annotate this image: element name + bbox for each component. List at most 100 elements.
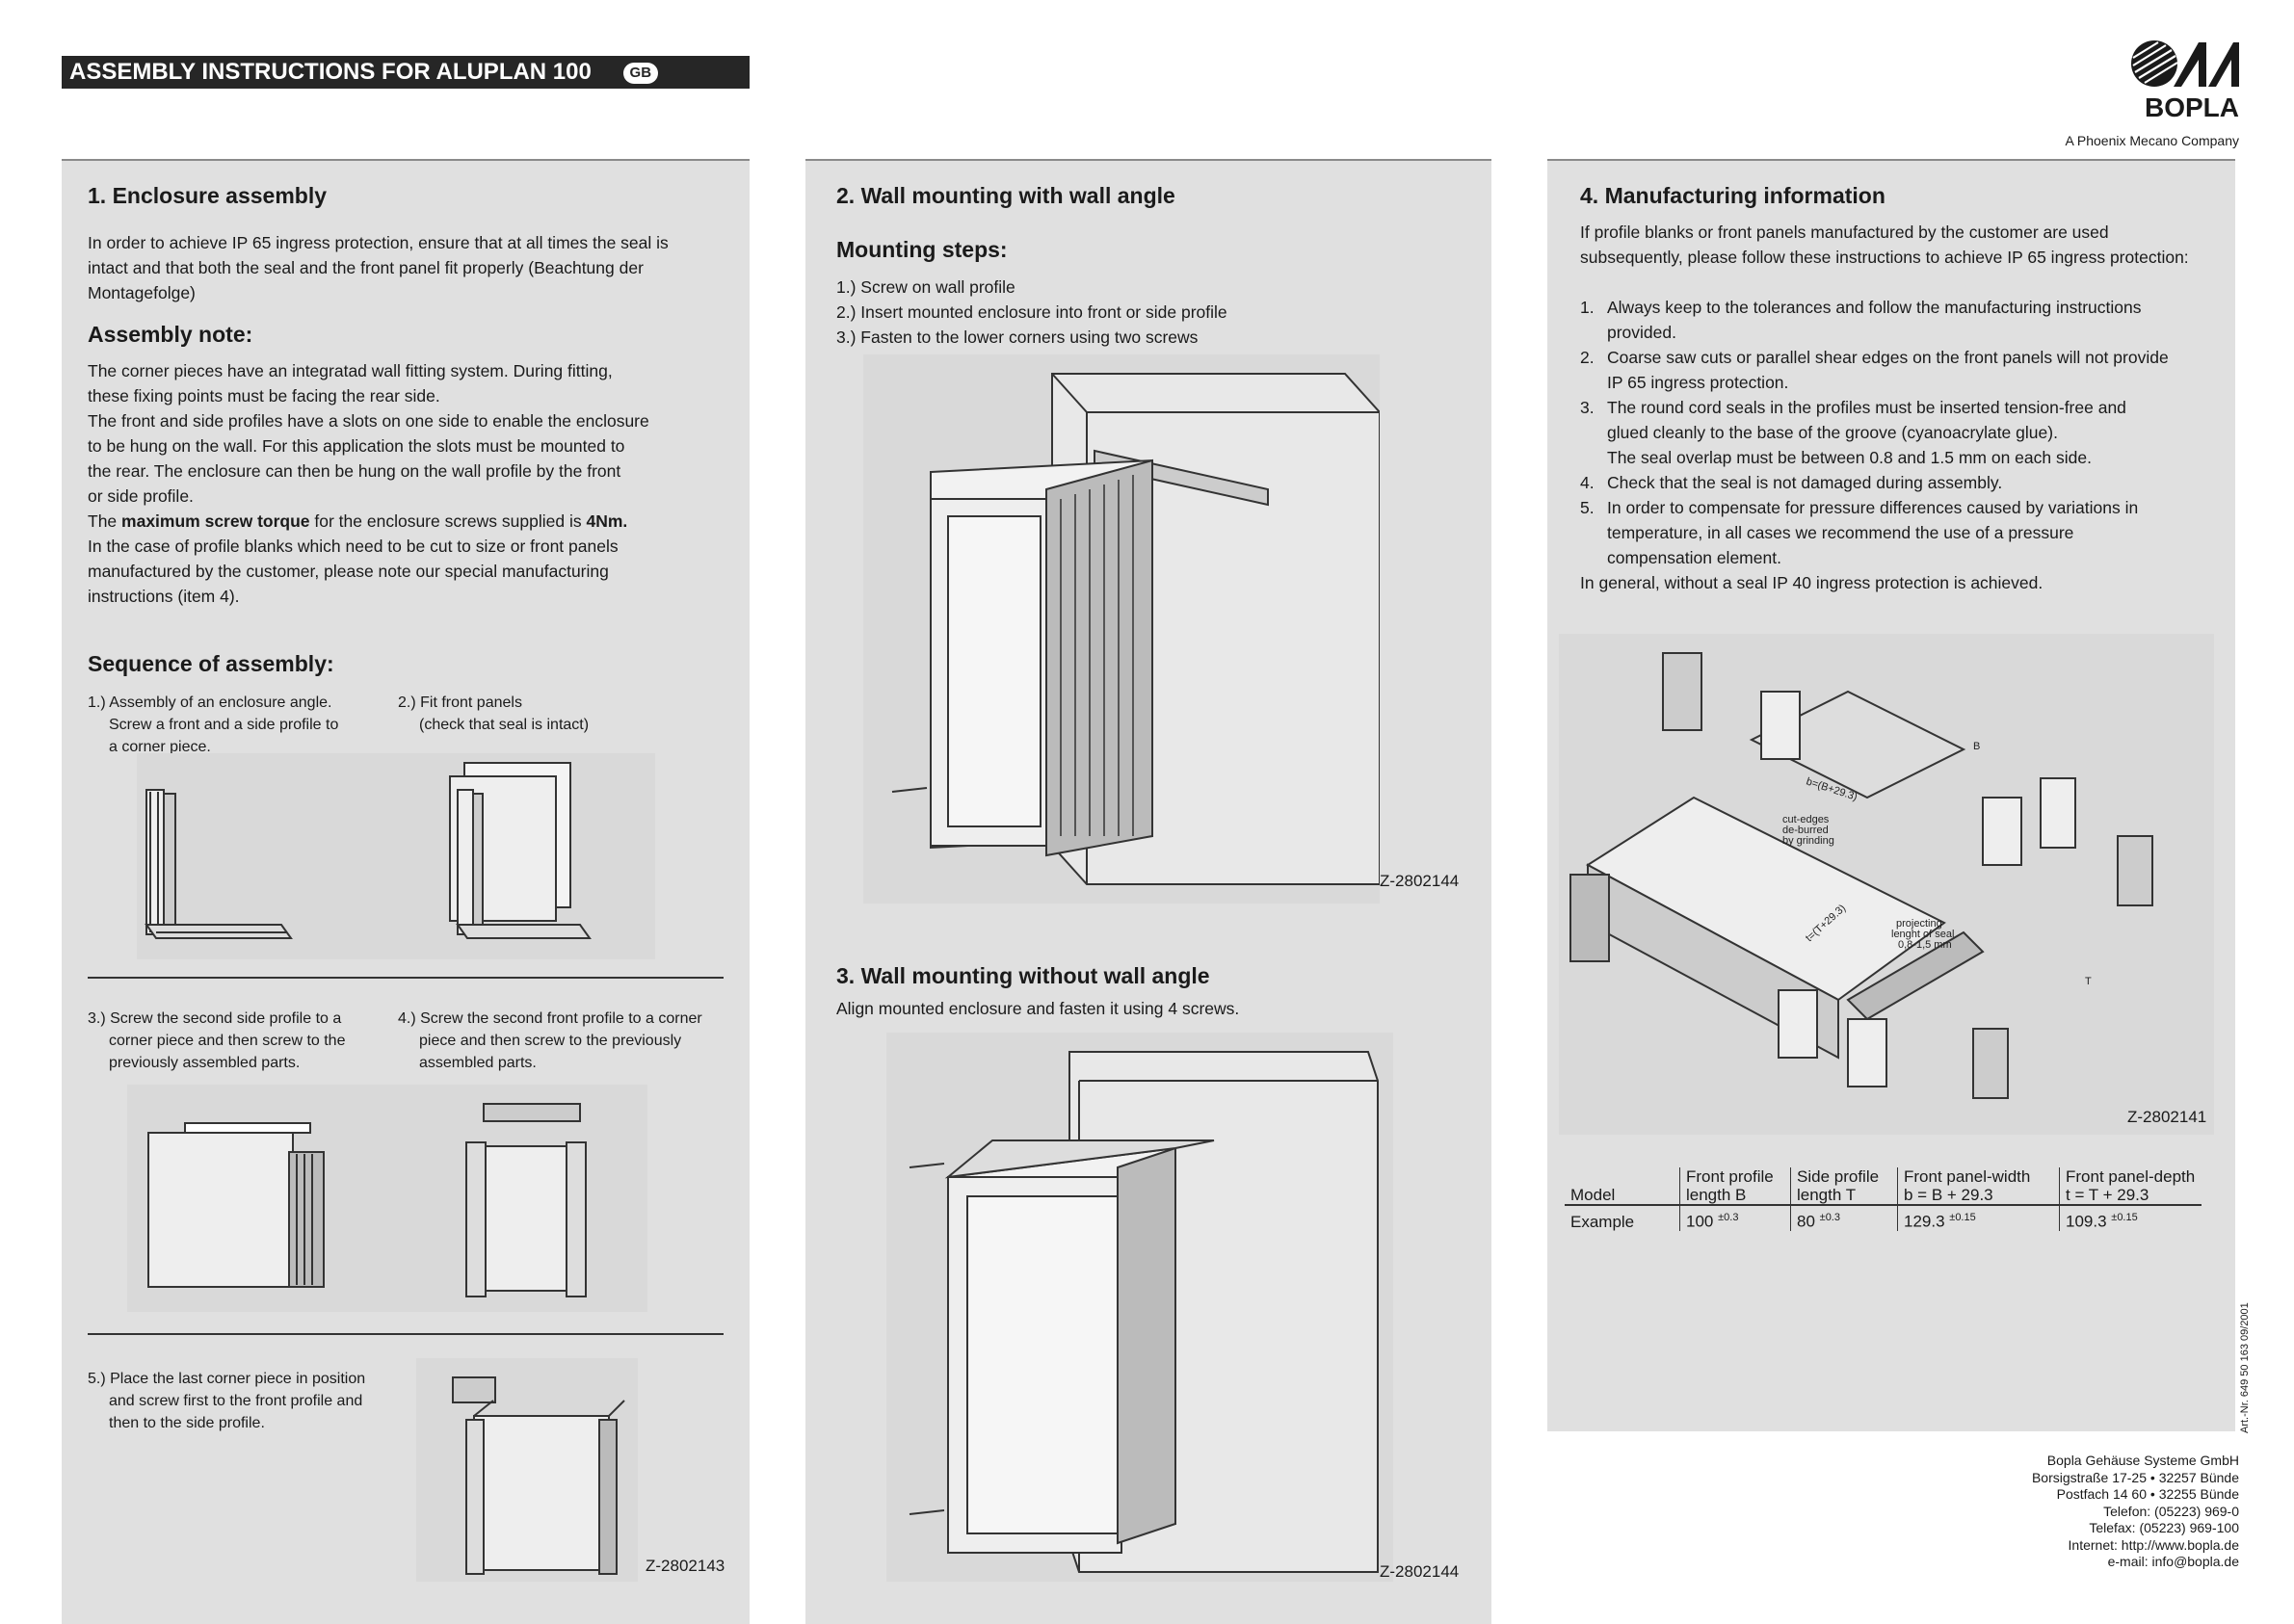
label-cut-edges-1: cut-edges — [1782, 814, 1830, 825]
text-line: In order to achieve IP 65 ingress protec… — [88, 233, 669, 252]
text-line: piece and then screw to the previously — [419, 1033, 682, 1049]
text-line: compensation element. — [1607, 548, 1781, 567]
divider — [88, 977, 724, 979]
text-line: Screw a front and a side profile to — [109, 717, 339, 733]
footer-address: Bopla Gehäuse Systeme GmbH Borsigstraße … — [1888, 1453, 2239, 1571]
figure-code: Z-2802143 — [646, 1557, 725, 1575]
list-item: 3. The round cord seals in the profiles … — [1580, 395, 2226, 470]
text-line: If profile blanks or front panels manufa… — [1580, 223, 2109, 242]
footer-line: Postfach 14 60 • 32255 Bünde — [2056, 1486, 2239, 1502]
text-line: The seal overlap must be between 0.8 and… — [1607, 448, 2092, 467]
cell-tolerance: ±0.3 — [1718, 1212, 1739, 1223]
table-cell: 80 ±0.3 — [1790, 1205, 1898, 1231]
document-title-bar: ASSEMBLY INSTRUCTIONS FOR ALUPLAN 100 GB — [62, 56, 750, 89]
text-line: In the case of profile blanks which need… — [88, 537, 619, 556]
text-line: a corner piece. — [109, 739, 211, 755]
assembly-note-heading: Assembly note: — [88, 322, 253, 347]
list-number: 5. — [1580, 498, 1595, 517]
text-line: In order to compensate for pressure diff… — [1607, 498, 2139, 517]
list-item: 2.) Insert mounted enclosure into front … — [836, 302, 1227, 322]
label-projecting-2: lenght of seal — [1891, 929, 1954, 940]
brand-name: BOPLA — [2145, 92, 2239, 122]
step-1-text: 1.) Assembly of an enclosure angle. Scre… — [88, 692, 338, 758]
text-line: or side profile. — [88, 486, 194, 506]
without-angle-text: Align mounted enclosure and fasten it us… — [836, 999, 1240, 1018]
header-text: length B — [1686, 1186, 1747, 1204]
text-line: temperature, in all cases we recommend t… — [1607, 523, 2074, 542]
list-number: 1. — [1580, 298, 1595, 317]
figure-exploded-view: cut-edges de-burred by grinding projecti… — [1559, 634, 2214, 1135]
figure-code: Z-2802144 — [1380, 1562, 1460, 1581]
figure-code: Z-2802144 — [1380, 872, 1460, 890]
step-2-text: 2.) Fit front panels (check that seal is… — [398, 692, 589, 736]
manufacturing-list: 1. Always keep to the tolerances and fol… — [1580, 295, 2226, 595]
figure-wall-angle-mounting — [863, 354, 1381, 904]
table-header: Model — [1565, 1167, 1680, 1205]
figure-step-5 — [416, 1358, 638, 1582]
list-number: 2. — [1580, 348, 1595, 367]
text-line: Always keep to the tolerances and follow… — [1607, 298, 2142, 317]
section-heading-enclosure-assembly: 1. Enclosure assembly — [88, 183, 328, 208]
cell-value: 129.3 — [1904, 1212, 1945, 1231]
manufacturing-intro: If profile blanks or front panels manufa… — [1580, 220, 2189, 270]
label-projecting-3: 0,8-1,5 mm — [1898, 939, 1952, 951]
bopla-logo-icon — [2129, 39, 2239, 96]
mounting-steps-heading: Mounting steps: — [836, 237, 1008, 262]
text-line: instructions (item 4). — [88, 587, 240, 606]
cell-value: 80 — [1797, 1212, 1815, 1231]
figure-code: Z-2802141 — [2127, 1108, 2207, 1126]
text-line: the rear. The enclosure can then be hung… — [88, 461, 621, 481]
text-line: The front and side profiles have a slots… — [88, 411, 649, 431]
list-item: 1. Always keep to the tolerances and fol… — [1580, 295, 2226, 345]
table-cell: 100 ±0.3 — [1679, 1205, 1791, 1231]
brand-tagline: A Phoenix Mecano Company — [2065, 133, 2239, 148]
label-cut-edges-3: by grinding — [1782, 835, 1834, 847]
torque-line: The maximum screw torque for the enclosu… — [88, 509, 743, 534]
text-line: and screw first to the front profile and — [109, 1393, 363, 1409]
text-line: The corner pieces have an integratad wal… — [88, 361, 613, 380]
cell-tolerance: ±0.15 — [2111, 1212, 2138, 1223]
header-text: Front profile — [1686, 1167, 1774, 1186]
text-line: Check that the seal is not damaged durin… — [1607, 473, 2003, 492]
text-line: 3.) Screw the second side profile to a — [88, 1010, 342, 1027]
text-line: IP 65 ingress protection. — [1607, 373, 1789, 392]
text-line: assembled parts. — [419, 1055, 537, 1071]
text-span: The — [88, 511, 122, 531]
text-line: Montagefolge) — [88, 283, 196, 302]
header-text: t = T + 29.3 — [2066, 1186, 2149, 1204]
sequence-heading: Sequence of assembly: — [88, 651, 334, 676]
list-item: 2. Coarse saw cuts or parallel shear edg… — [1580, 345, 2226, 395]
general-note: In general, without a seal IP 40 ingress… — [1580, 573, 2044, 592]
list-item: 1.) Screw on wall profile — [836, 277, 1015, 297]
list-item: 5. In order to compensate for pressure d… — [1580, 495, 2226, 570]
section-heading-without-wall-angle: 3. Wall mounting without wall angle — [836, 963, 1210, 988]
divider — [88, 1333, 724, 1335]
language-badge: GB — [622, 63, 659, 84]
text-line: 1.) Assembly of an enclosure angle. — [88, 694, 332, 711]
cell-tolerance: ±0.3 — [1819, 1212, 1840, 1223]
text-line: subsequently, please follow these instru… — [1580, 248, 2189, 267]
text-span: for the enclosure screws supplied is — [309, 511, 587, 531]
table-row: Example 100 ±0.3 80 ±0.3 129.3 ±0.15 109… — [1565, 1205, 2202, 1231]
cell-value: 100 — [1686, 1212, 1714, 1231]
table-cell: 129.3 ±0.15 — [1897, 1205, 2060, 1231]
mounting-steps-list: 1.) Screw on wall profile 2.) Insert mou… — [836, 275, 1227, 350]
assembly-note-paragraph: The corner pieces have an integratad wal… — [88, 358, 743, 609]
text-line: (check that seal is intact) — [419, 717, 590, 733]
text-line: glued cleanly to the base of the groove … — [1607, 423, 2058, 442]
text-line: 4.) Screw the second front profile to a … — [398, 1010, 702, 1027]
text-line: intact and that both the seal and the fr… — [88, 258, 644, 277]
section-heading-manufacturing: 4. Manufacturing information — [1580, 183, 1885, 208]
header-text: Model — [1570, 1186, 1616, 1204]
footer-line: Bopla Gehäuse Systeme GmbH — [2046, 1453, 2239, 1468]
text-line: The round cord seals in the profiles mus… — [1607, 398, 2126, 417]
text-line: then to the side profile. — [109, 1415, 265, 1431]
step-4-text: 4.) Screw the second front profile to a … — [398, 1008, 702, 1074]
step-5-text: 5.) Place the last corner piece in posit… — [88, 1368, 365, 1434]
text-line: provided. — [1607, 323, 1676, 342]
